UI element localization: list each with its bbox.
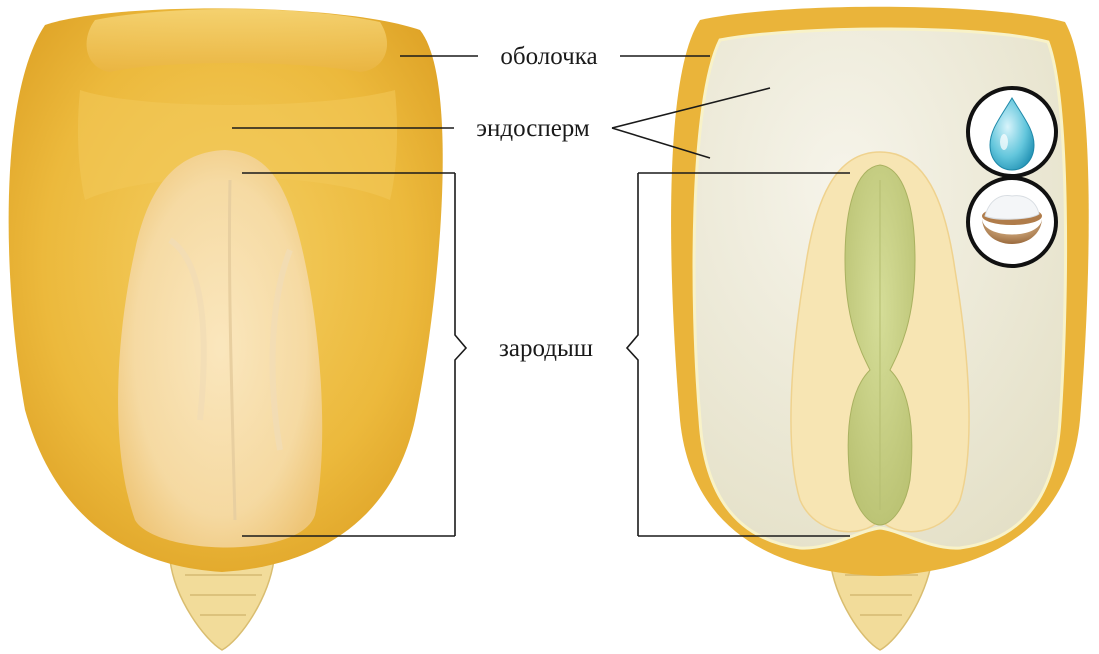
left-kernel: [9, 8, 443, 650]
right-kernel: [671, 7, 1089, 650]
label-endosperm: эндосперм: [476, 115, 590, 142]
left-kernel-tip: [170, 560, 274, 650]
flour-bowl-icon: [968, 178, 1056, 266]
label-shell: оболочка: [500, 43, 597, 70]
label-embryo: зародыш: [499, 335, 593, 362]
water-drop-icon: [968, 88, 1056, 176]
